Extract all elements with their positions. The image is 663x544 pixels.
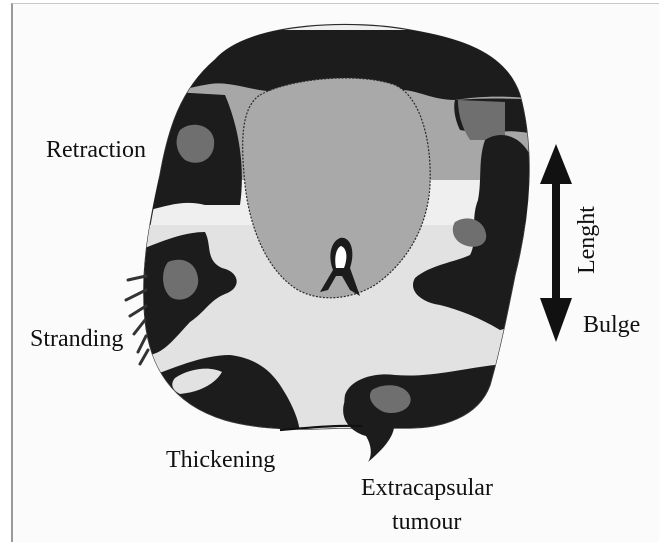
length-arrow-down-head [540, 298, 572, 342]
length-arrow-up-head [540, 144, 572, 184]
label-bulge: Bulge [583, 311, 640, 339]
retraction-focus [177, 125, 215, 163]
length-arrow [540, 144, 572, 342]
label-retraction: Retraction [46, 136, 146, 164]
label-stranding: Stranding [30, 325, 123, 353]
label-tumour: tumour [392, 508, 461, 536]
stranding-spikes [126, 276, 148, 364]
label-thickening: Thickening [166, 446, 275, 474]
label-lenght: Lenght [573, 200, 601, 280]
label-extracapsular: Extracapsular [361, 474, 493, 502]
